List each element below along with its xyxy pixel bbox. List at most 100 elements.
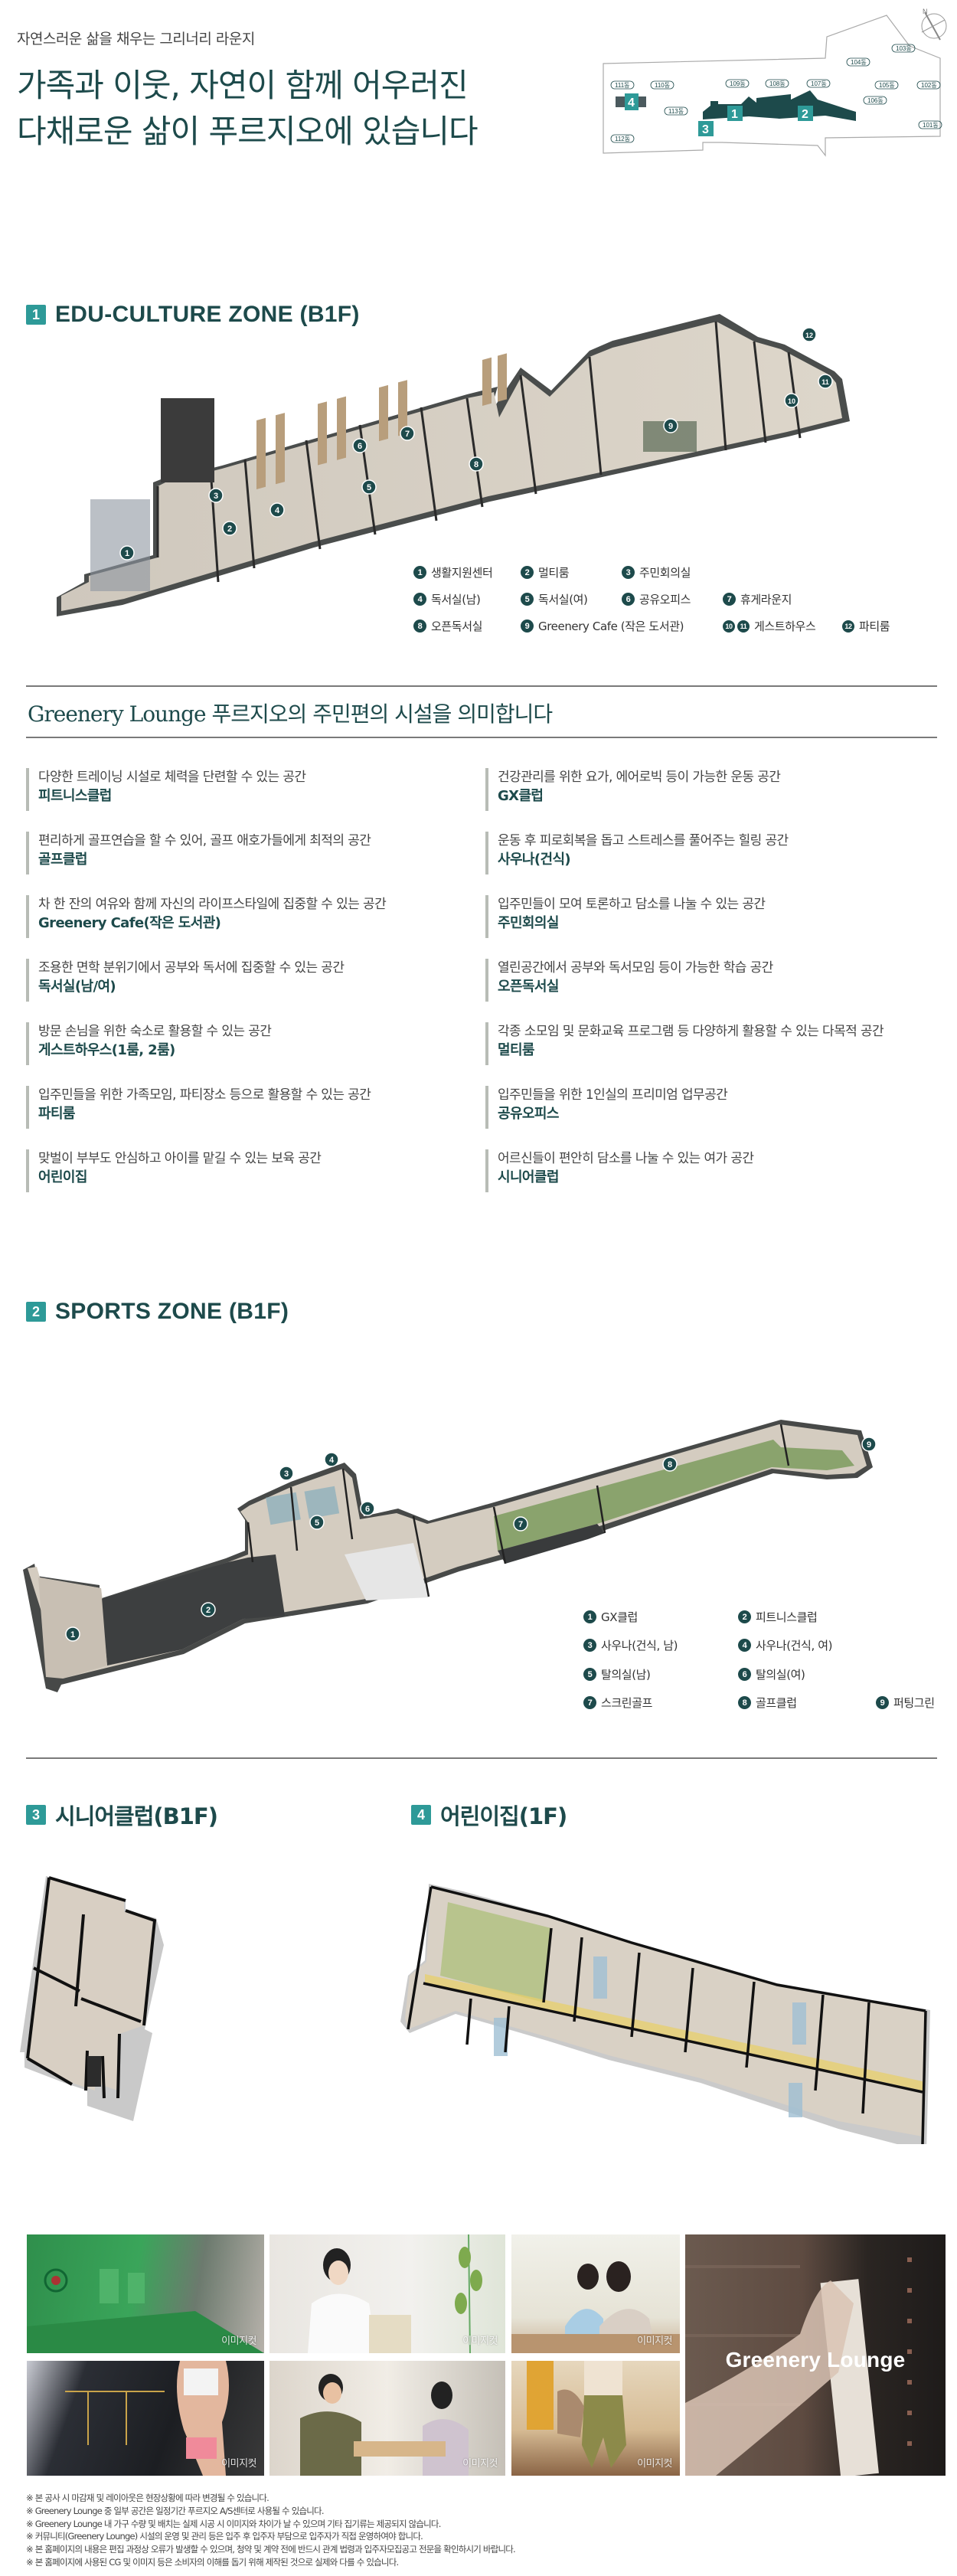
plan-marker-3: 3: [279, 1466, 294, 1481]
svg-text:108동: 108동: [769, 80, 786, 87]
note-line: ※ 커뮤니티(Greenery Lounge) 시설의 운영 및 관리 등은 입…: [26, 2531, 423, 2542]
floorplan-senior-club-icon: [20, 1876, 164, 2121]
facility-item: 각종 소모임 및 문화교육 프로그램 등 다양하게 활용할 수 있는 다목적 공…: [485, 1022, 929, 1065]
svg-text:1: 1: [70, 1630, 75, 1639]
zone4-badge: 4: [411, 1805, 431, 1825]
plan-marker-7: 7: [513, 1516, 528, 1532]
plan-marker-9: 9: [663, 418, 678, 433]
photo-two-women: 이미지컷: [511, 2234, 680, 2353]
plan-marker-6: 6: [360, 1501, 375, 1516]
zone4-floorplan: [394, 1868, 946, 2152]
svg-text:105동: 105동: [879, 82, 895, 89]
zone1-heading: 1 EDU-CULTURE ZONE (B1F): [26, 302, 360, 328]
svg-text:103동: 103동: [896, 45, 912, 52]
plan-marker-8: 8: [662, 1456, 678, 1472]
note-line: ※ Greenery Lounge 내 가구 수량 및 배치는 실제 시공 시 …: [26, 2518, 441, 2529]
compass-icon: N: [921, 8, 947, 41]
svg-text:112동: 112동: [615, 136, 630, 142]
note-line: ※ 본 홈페이지의 내용은 편집 과정상 오류가 발생할 수 있으며, 청약 및…: [26, 2544, 516, 2555]
svg-text:101동: 101동: [923, 122, 939, 129]
zone1-title: EDU-CULTURE ZONE (B1F): [55, 302, 360, 327]
photo-woman-tea: 이미지컷: [269, 2234, 505, 2353]
zone2-floorplan: 1 2 3 4 5 6 7 8 9: [15, 1394, 949, 1700]
svg-text:9: 9: [867, 1440, 871, 1450]
floorplan-daycare-icon: [400, 1884, 930, 2152]
plan-marker-7: 7: [400, 426, 415, 441]
zone1-badge: 1: [26, 305, 46, 325]
zone4-title: 어린이집(1F): [440, 1803, 567, 1829]
svg-text:3: 3: [214, 492, 218, 501]
zone3-heading: 3 시니어클럽(B1F): [26, 1799, 218, 1831]
plan-marker-8: 8: [469, 456, 484, 472]
svg-text:1: 1: [731, 108, 738, 121]
divider: [26, 1757, 937, 1759]
svg-text:6: 6: [358, 442, 362, 451]
note-line: ※ Greenery Lounge 중 일부 공간은 일정기간 푸르지오 A/S…: [26, 2505, 324, 2516]
svg-text:8: 8: [474, 460, 478, 469]
zone4-heading: 4 어린이집(1F): [411, 1799, 567, 1831]
lounge-section-title: Greenery Lounge 푸르지오의 주민편의 시설을 의미합니다: [28, 701, 553, 727]
svg-text:10: 10: [788, 397, 795, 405]
zone2-badge: 2: [26, 1302, 46, 1322]
svg-text:7: 7: [405, 430, 410, 439]
zone2-title: SPORTS ZONE (B1F): [55, 1299, 289, 1324]
svg-text:2: 2: [802, 108, 808, 121]
svg-text:2: 2: [206, 1606, 211, 1615]
disclaimer-notes: ※ 본 공사 시 마감재 및 레이아웃은 현장상황에 따라 변경될 수 있습니다…: [26, 2492, 516, 2569]
plan-marker-2: 2: [201, 1602, 216, 1617]
svg-text:8: 8: [668, 1460, 672, 1469]
plan-marker-4: 4: [324, 1452, 339, 1467]
svg-text:109동: 109동: [730, 80, 746, 87]
photo-couple-cafe: 이미지컷: [269, 2361, 505, 2476]
target-icon: [27, 2268, 264, 2353]
svg-text:4: 4: [329, 1456, 335, 1465]
svg-text:104동: 104동: [851, 59, 867, 66]
plan-marker-3: 3: [208, 488, 224, 503]
svg-text:1: 1: [125, 549, 129, 558]
plan-marker-6: 6: [352, 438, 367, 453]
zone3-badge: 3: [26, 1805, 46, 1825]
photo-golf-range: 이미지컷: [27, 2234, 264, 2353]
greenery-lounge-caption: Greenery Lounge: [725, 2348, 906, 2372]
page-headline: 가족과 이웃, 자연이 함께 어우러진 다채로운 삶이 푸르지오에 있습니다: [17, 67, 478, 150]
svg-text:4: 4: [628, 96, 635, 110]
svg-text:N: N: [923, 8, 928, 15]
photo-child-walking: 이미지컷: [511, 2361, 680, 2476]
zone3-title: 시니어클럽(B1F): [55, 1803, 218, 1829]
svg-text:6: 6: [365, 1505, 370, 1514]
divider: [26, 737, 937, 738]
photo-gym: 이미지컷: [27, 2361, 264, 2476]
plan-marker-2: 2: [222, 521, 237, 536]
photo-greenery-lounge-feature: Greenery Lounge: [685, 2234, 946, 2476]
floorplan-sports-icon: 1 2 3 4 5 6 7 8 9: [23, 1420, 877, 1692]
svg-text:3: 3: [284, 1469, 289, 1479]
